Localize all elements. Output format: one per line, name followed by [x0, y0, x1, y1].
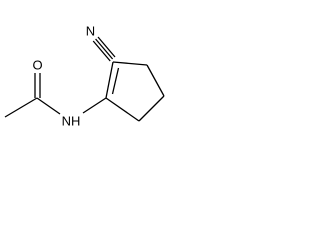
ring-bond-c5-c4 — [146, 64, 165, 97]
bond-carbonyl-c-methyl — [4, 97, 38, 118]
structure-diagram: N O NH — [4, 24, 165, 129]
bond-nh-carbonyl-c — [36, 97, 61, 115]
ring-bond-c3-c2 — [105, 97, 140, 122]
nitrile-bond-line-3 — [92, 40, 111, 62]
bond-c2-nh — [82, 97, 107, 114]
ring-bond-c1-c2 — [105, 61, 114, 99]
nitrile-nitrogen-label: N — [86, 24, 95, 39]
ring-bond-c1-c5 — [112, 61, 148, 66]
amide-nh-label: NH — [62, 114, 81, 129]
ring-bond-c1-c2-inner — [111, 67, 120, 95]
carbonyl-oxygen-label: O — [32, 58, 42, 73]
nitrile-bond-line-2 — [97, 36, 116, 58]
nitrile-bond-line-1 — [95, 38, 114, 60]
nitrile-triple-bond — [92, 36, 116, 62]
ring-bond-c4-c3 — [138, 95, 165, 122]
cyclopentene-ring — [105, 61, 165, 122]
acetamide-group — [4, 73, 107, 118]
